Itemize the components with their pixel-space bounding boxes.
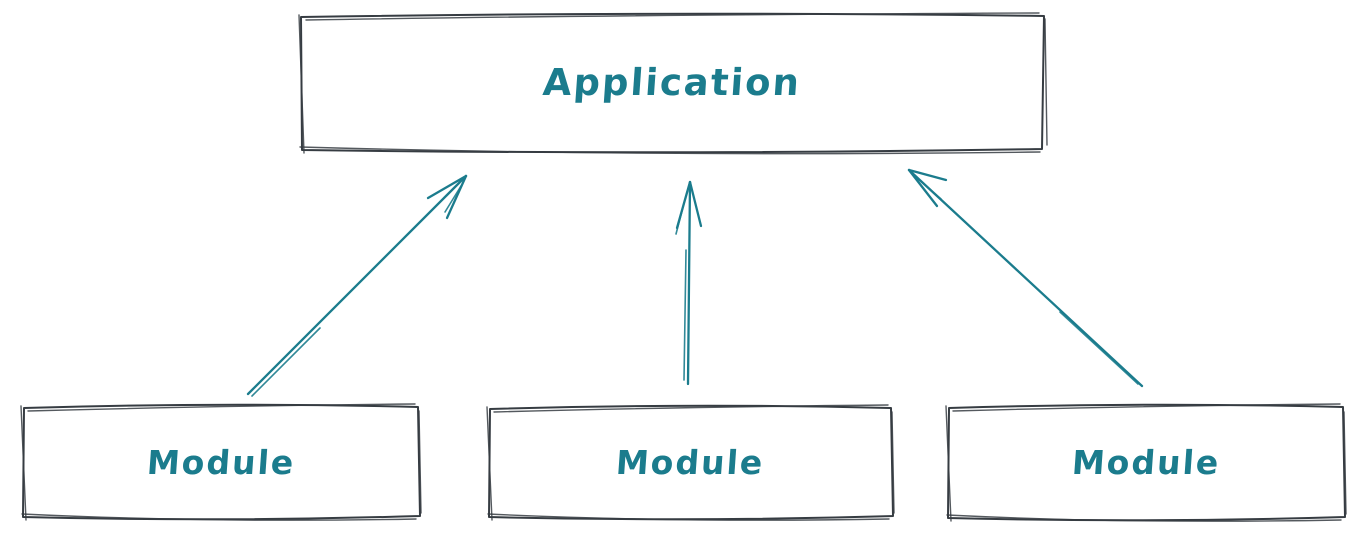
arrow-module3-to-application-icon [907, 168, 1144, 388]
node-module-3-box [945, 403, 1347, 522]
node-module-2-box [486, 404, 895, 521]
node-application-box [298, 12, 1048, 155]
node-module-1-box [20, 403, 422, 521]
arrow-module1-to-application-icon [246, 174, 468, 397]
arrow-module2-to-application-icon [675, 180, 703, 386]
